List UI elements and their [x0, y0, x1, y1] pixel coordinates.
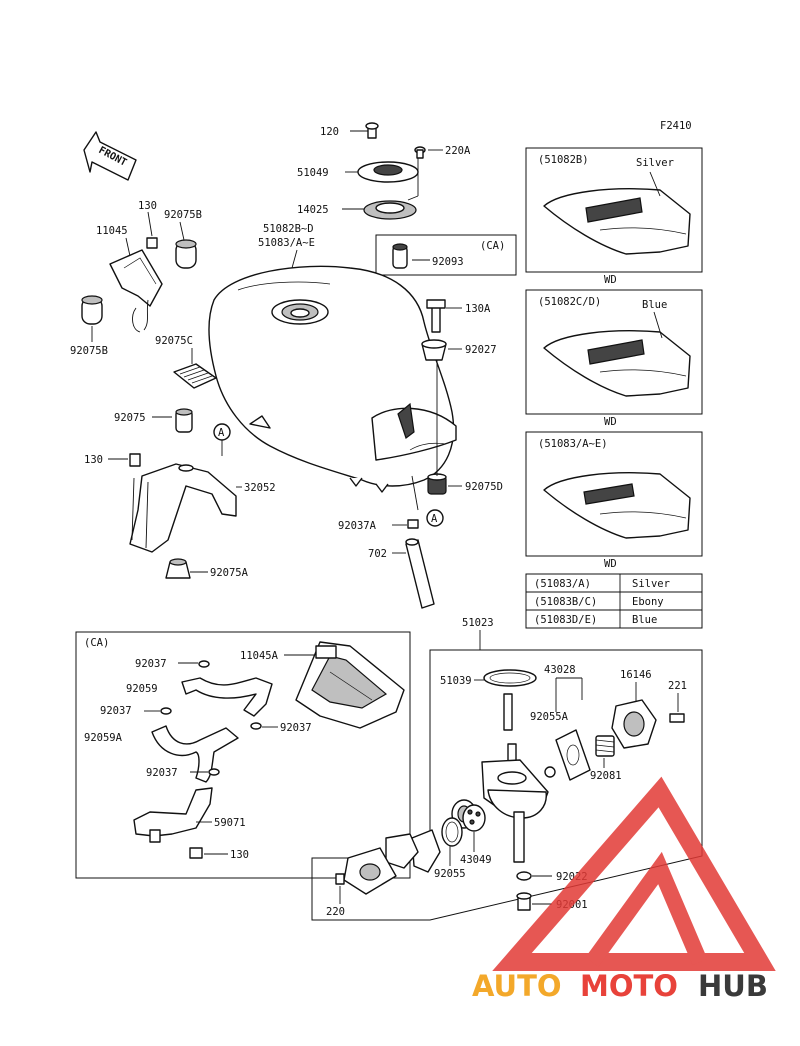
cover-2-badge: WD: [604, 416, 617, 428]
tank-right-fasteners: [421, 299, 447, 495]
label-92037-d: 92037: [146, 767, 178, 779]
legend-row-3-color: Blue: [632, 614, 657, 626]
color-legend-table: (51083/A) Silver (51083B/C) Ebony (51083…: [525, 573, 703, 629]
diaphragm-43028: [555, 729, 591, 781]
label-32052: 32052: [244, 482, 276, 494]
label-ca-130: 130: [230, 849, 249, 861]
washer-92022: [516, 871, 532, 881]
bracket-11045: [109, 237, 197, 333]
pad-92075c: [173, 363, 217, 389]
grommet-92075: [175, 408, 193, 433]
label-a-left: A: [218, 427, 225, 439]
spring-92081: [595, 735, 615, 757]
label-ca-cap: (CA): [480, 240, 505, 252]
fuel-tank: [208, 265, 457, 493]
label-220: 220: [326, 906, 345, 918]
watermark-moto: MOTO: [580, 969, 678, 1003]
ca-box-title: (CA): [84, 637, 109, 649]
label-130a: 130A: [465, 303, 491, 315]
label-92059a: 92059A: [84, 732, 123, 744]
label-221: 221: [668, 680, 687, 692]
label-11045a: 11045A: [240, 650, 279, 662]
lever-parts: [343, 829, 441, 895]
cover-panel-2: (51082C/D) Blue: [525, 289, 703, 415]
hose-702: [405, 538, 435, 609]
label-92055a: 92055A: [530, 711, 569, 723]
cover-1-badge: WD: [604, 274, 617, 286]
filter-43049: [462, 804, 486, 832]
label-92075b-top: 92075B: [164, 209, 202, 221]
legend-row-1-code: (51083/A): [534, 578, 591, 590]
fuel-cap-assembly: [357, 122, 426, 269]
ca-cap-box: [375, 234, 517, 276]
oring-92055a: [544, 766, 556, 778]
cover-panel-3: (51083/A~E): [525, 431, 703, 557]
label-92093: 92093: [432, 256, 464, 268]
label-92037-c: 92037: [280, 722, 312, 734]
automotohub-logo-icon: [492, 776, 776, 971]
oring-92055: [441, 817, 463, 847]
label-92075: 92075: [114, 412, 146, 424]
label-702: 702: [368, 548, 387, 560]
label-92055: 92055: [434, 868, 466, 880]
watermark-auto: AUTO: [472, 969, 562, 1003]
cover-3-badge: WD: [604, 558, 617, 570]
cover-1-color: Silver: [636, 157, 674, 169]
cover-2-color: Blue: [642, 299, 667, 311]
figure-code: F2410: [660, 120, 692, 132]
label-16146: 16146: [620, 669, 652, 681]
label-130-mid: 130: [84, 454, 103, 466]
bracket-32052: [129, 453, 237, 553]
label-11045: 11045: [96, 225, 128, 237]
legend-row-3-code: (51083D/E): [534, 614, 597, 626]
canister-bracket-11045a: [295, 641, 405, 729]
cover-2-code: (51082C/D): [538, 296, 601, 308]
label-92075d: 92075D: [465, 481, 503, 493]
front-arrow-icon: FRONT: [83, 131, 137, 181]
screw-220: [335, 873, 345, 885]
label-92037-b: 92037: [100, 705, 132, 717]
label-92059: 92059: [126, 683, 158, 695]
cover-3-code: (51083/A~E): [538, 438, 608, 450]
cover-1-code: (51082B): [538, 154, 589, 166]
label-43028: 43028: [544, 664, 576, 676]
ca-evap-box: (CA) 92037 11045A 92059 92037 92037 9205…: [75, 631, 411, 879]
label-120: 120: [320, 126, 339, 138]
watermark-hub: HUB: [698, 969, 768, 1003]
label-92027: 92027: [465, 344, 497, 356]
label-92075c: 92075C: [155, 335, 193, 347]
cover-16146: [611, 699, 657, 749]
label-92037a: 92037A: [338, 520, 377, 532]
legend-row-1-color: Silver: [632, 578, 670, 590]
grommet-92075b-left: [81, 295, 103, 325]
label-92037-a: 92037: [135, 658, 167, 670]
label-14025: 14025: [297, 204, 329, 216]
label-51049: 51049: [297, 167, 329, 179]
label-51082b-d: 51082B~D: [263, 223, 314, 235]
label-130-top: 130: [138, 200, 157, 212]
oring-51039: [483, 669, 537, 687]
legend-row-2-color: Ebony: [632, 596, 664, 608]
label-220a: 220A: [445, 145, 471, 157]
label-92075b-left: 92075B: [70, 345, 108, 357]
bolt-92001: [516, 892, 532, 911]
bracket-59071: [133, 787, 213, 843]
label-51083a-e: 51083/A~E: [258, 237, 315, 249]
label-92075a: 92075A: [210, 567, 249, 579]
label-92081: 92081: [590, 770, 622, 782]
legend-row-2-code: (51083B/C): [534, 596, 597, 608]
label-a-right: A: [431, 513, 438, 525]
cover-panel-1: (51082B) Silver: [525, 147, 703, 273]
grommet-92075a: [165, 558, 191, 579]
label-51023: 51023: [462, 617, 494, 629]
screw-221: [669, 713, 685, 723]
label-43049: 43049: [460, 854, 492, 866]
automotohub-watermark: AUTO MOTO HUB: [472, 969, 768, 1003]
label-51039: 51039: [440, 675, 472, 687]
label-59071: 59071: [214, 817, 246, 829]
reference-a-right: [426, 509, 444, 527]
